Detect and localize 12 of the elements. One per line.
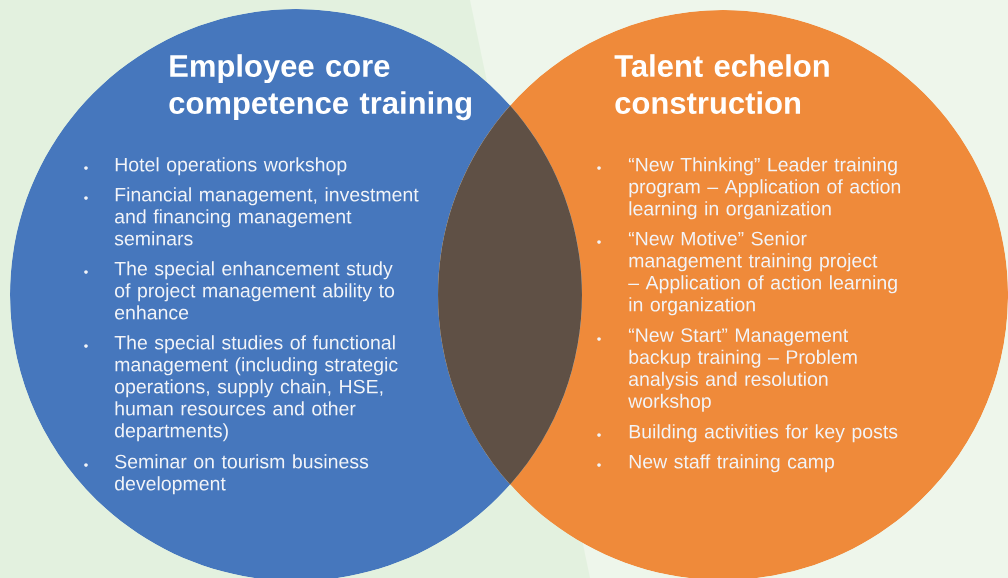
bullet-item: Hotel operations workshop [84,157,347,176]
heading: Talent echelon construction [614,54,829,114]
bullet-item: Seminar on tourism business development [84,454,369,495]
bullet-item: Financial management, investment and financing management seminars [84,187,419,246]
bullet-item: “New Motive” Senior management training project – Application of action learning in organization [597,231,897,316]
bullet-item: New staff training camp [597,454,834,473]
bullet-item: The special enhancement study of project management ability to enhance [84,261,395,320]
bullet-item: Building activities for key posts [597,424,898,443]
bullet-item: “New Thinking” Leader training program – Application of action learning in organization [597,157,901,220]
heading: Employee core competence training [169,54,471,121]
bullet-item: “New Start” Management backup training – Problem analysis and resolution workshop [597,328,857,412]
bullet-item: The special studies of functional management (including strategic operations, supply chain, HSE, human resources and other departments) [84,335,398,442]
